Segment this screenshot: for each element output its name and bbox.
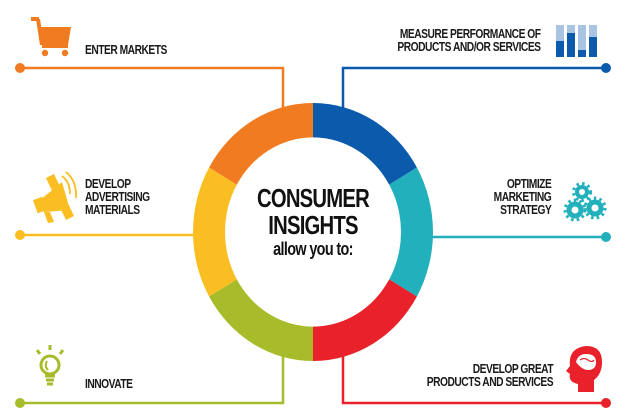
- gears-icon: [563, 182, 607, 222]
- center-subtitle: allow you to:: [273, 239, 353, 259]
- bar-chart-icon: [556, 25, 597, 57]
- lightbulb-icon: [35, 345, 65, 386]
- label-develop-products: DEVELOP GREAT PRODUCTS AND SERVICES: [426, 362, 554, 389]
- connector-develop-products: [341, 355, 606, 405]
- label-line: PRODUCTS AND SERVICES: [426, 375, 554, 389]
- connector-measure-performance: [341, 66, 606, 110]
- label-line: MATERIALS: [85, 203, 140, 217]
- donut-ring: [193, 102, 433, 361]
- center-title: CONSUMER INSIGHTS allow you to:: [233, 183, 393, 260]
- label-line: ADVERTISING: [85, 190, 150, 204]
- label-enter-markets: ENTER MARKETS: [85, 44, 167, 57]
- label-line: ENTER MARKETS: [85, 43, 167, 57]
- ring-inner-white: [225, 137, 401, 327]
- center-title-line2: INSIGHTS: [268, 210, 358, 240]
- endpoint-dot-develop-advertising: [15, 230, 25, 240]
- center-title-line1: CONSUMER: [256, 183, 370, 213]
- label-line: MEASURE PERFORMANCE OF: [400, 27, 541, 41]
- shopping-cart-icon: [31, 17, 71, 57]
- label-line: PRODUCTS AND/OR SERVICES: [397, 40, 542, 54]
- label-line: MARKETING: [493, 190, 551, 204]
- label-line: DEVELOP: [85, 177, 131, 191]
- label-line: INNOVATE: [85, 377, 133, 391]
- label-line: OPTIMIZE: [506, 177, 552, 191]
- label-innovate: INNOVATE: [85, 378, 133, 391]
- endpoint-dot-measure-performance: [601, 63, 611, 73]
- head-brain-icon: [566, 346, 602, 392]
- label-line: DEVELOP GREAT: [472, 362, 554, 376]
- endpoint-dot-enter-markets: [15, 63, 25, 73]
- label-optimize-marketing: OPTIMIZE MARKETING STRATEGY: [493, 178, 551, 217]
- endpoint-dot-optimize-marketing: [601, 232, 611, 242]
- endpoint-dot-develop-products: [601, 398, 611, 408]
- label-measure-performance: MEASURE PERFORMANCE OF PRODUCTS AND/OR S…: [397, 27, 542, 54]
- label-develop-advertising: DEVELOP ADVERTISING MATERIALS: [85, 178, 150, 217]
- label-line: STRATEGY: [499, 203, 552, 217]
- connector-enter-markets: [20, 66, 285, 110]
- endpoint-dot-innovate: [15, 398, 25, 408]
- megaphone-icon: [32, 171, 77, 223]
- connector-innovate: [20, 355, 285, 405]
